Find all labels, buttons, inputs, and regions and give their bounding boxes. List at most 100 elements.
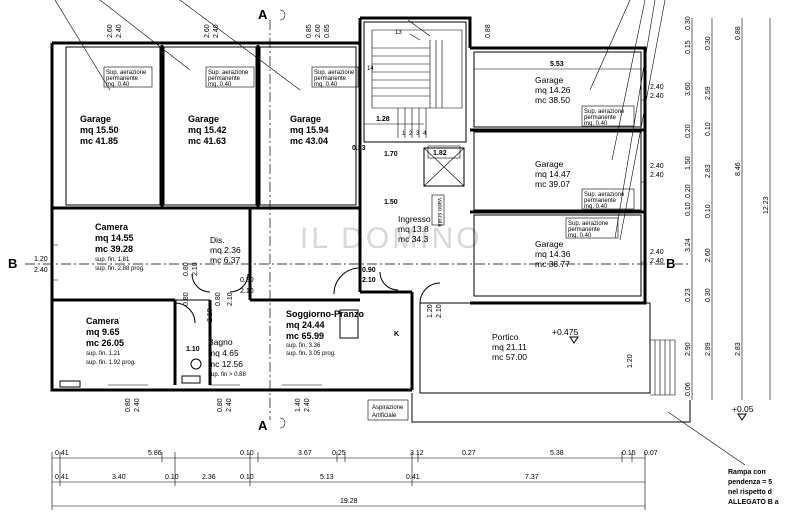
vent-note-3-line2: permanente bbox=[314, 76, 347, 82]
vent-note-6-line2: permanente bbox=[568, 227, 601, 233]
section-mark-a-bottom: A bbox=[258, 418, 268, 433]
dim-bottom-3b: 2.40 bbox=[304, 398, 311, 412]
dim-top-2a: 2.60 bbox=[204, 24, 211, 38]
portico-level: +0.475 bbox=[552, 327, 579, 337]
garage-6-area: mq 14.36 bbox=[535, 249, 571, 259]
garage-5-title: Garage bbox=[535, 159, 564, 169]
ramp-note-line1: Rampa con bbox=[728, 469, 766, 476]
stairwell-inner bbox=[371, 29, 463, 109]
section-mark-b-right: B bbox=[666, 256, 675, 271]
garage-3-volume: mc 43.04 bbox=[290, 136, 328, 146]
stair-treads bbox=[372, 40, 443, 108]
dim-top-3c: 0.85 bbox=[324, 24, 331, 38]
dim-right-1a: 2.40 bbox=[650, 84, 664, 91]
section-arrow-bottom bbox=[279, 417, 286, 429]
soggiorno-area: mq 24.44 bbox=[286, 320, 325, 330]
level-marker-portico bbox=[569, 336, 579, 344]
dim-r1-9: 2.90 bbox=[685, 342, 692, 356]
bath-sink bbox=[181, 375, 201, 384]
vent-note-3-line1: Sup. aerazione bbox=[314, 70, 355, 76]
dim-landing: 1.70 bbox=[384, 151, 398, 158]
dim-b2-4: 0.10 bbox=[240, 474, 254, 481]
stair-label: vano scala bbox=[436, 198, 442, 227]
dim-r2-3: 2.83 bbox=[705, 164, 712, 178]
door-swing-ingresso bbox=[379, 271, 399, 291]
leader-lines bbox=[54, 0, 666, 241]
dim-r1-7: 3.24 bbox=[685, 238, 692, 252]
dim-r2-5: 2.60 bbox=[705, 248, 712, 262]
wall-right-partitions bbox=[470, 128, 645, 214]
camera-1-area: mq 14.55 bbox=[95, 233, 134, 243]
dim-bottom-1b: 2.40 bbox=[134, 398, 141, 412]
ramp-note-line2: pendenza = 5 bbox=[728, 479, 772, 486]
stair-step-13: 13 bbox=[395, 30, 402, 36]
dim-b2-6: 0.41 bbox=[406, 474, 420, 481]
ingresso-volume: mc 34.3 bbox=[398, 234, 429, 244]
dim-bottom-3a: 1.40 bbox=[295, 398, 302, 412]
vent-note-5-line2: permanente bbox=[584, 198, 617, 204]
garage-2-outline bbox=[163, 46, 257, 206]
dim-r1-6: 0.10 bbox=[685, 202, 692, 216]
vent-note-box-4 bbox=[581, 105, 635, 127]
dim-door-1b: 2.10 bbox=[192, 262, 199, 276]
vent-note-box-2 bbox=[205, 66, 255, 88]
dim-bottom-total: 19.28 bbox=[340, 498, 358, 505]
dim-right-2b: 2.40 bbox=[650, 172, 664, 179]
level-marker-ramp bbox=[737, 413, 747, 421]
door-swing-portico bbox=[419, 282, 441, 304]
portico-volume: mc 57.00 bbox=[492, 352, 527, 362]
dim-r2-4: 0.10 bbox=[705, 204, 712, 218]
vent-note-4-line3: mq. 0.40 bbox=[584, 121, 608, 127]
dim-r1-0: 0.30 bbox=[685, 16, 692, 30]
dim-top-3b: 2.60 bbox=[315, 24, 322, 38]
dim-r2-0: 0.30 bbox=[705, 36, 712, 50]
garage-1-outline bbox=[65, 46, 161, 206]
dim-b1-1: 5.86 bbox=[148, 450, 162, 457]
garage-2-volume: mc 41.63 bbox=[188, 136, 226, 146]
dim-box-lift bbox=[427, 145, 461, 159]
dim-b2-0: 0.41 bbox=[55, 474, 69, 481]
vent-note-1-line1: Sup. aerazione bbox=[106, 70, 147, 76]
section-mark-a-top: A bbox=[258, 7, 268, 22]
dim-right-2a: 2.40 bbox=[650, 163, 664, 170]
vent-note-2-line1: Sup. aerazione bbox=[208, 70, 249, 76]
vent-note-3-line3: mq. 0.40 bbox=[314, 82, 338, 88]
ramp-leader bbox=[667, 411, 746, 466]
dis-area: mq 2.36 bbox=[210, 245, 241, 255]
dim-right-1b: 2.40 bbox=[650, 93, 664, 100]
garage-5-area: mq 14.47 bbox=[535, 169, 571, 179]
vent-note-2-line2: permanente bbox=[208, 76, 241, 82]
soggiorno-volume: mc 65.99 bbox=[286, 331, 324, 341]
vent-box bbox=[367, 399, 409, 421]
dim-r3-0: 0.88 bbox=[735, 26, 742, 40]
dim-door-5b: 2.10 bbox=[436, 304, 443, 318]
dim-ingresso: 1.50 bbox=[384, 199, 398, 206]
wall-interior bbox=[52, 208, 360, 385]
lift-cross bbox=[423, 147, 465, 187]
dim-bottom-1a: 0.80 bbox=[125, 398, 132, 412]
garage-1-area: mq 15.50 bbox=[80, 125, 119, 135]
dim-door-2b: 2.10 bbox=[240, 288, 254, 295]
door-swing-bagno bbox=[174, 302, 196, 324]
dis-title: Dis. bbox=[210, 235, 225, 245]
vent-note-4-line2: permanente bbox=[584, 115, 617, 121]
ramp-outline bbox=[411, 393, 691, 423]
stair-step-1: 1 bbox=[402, 131, 406, 137]
dim-b2-3: 2.36 bbox=[202, 474, 216, 481]
dim-left-a: 1.20 bbox=[34, 256, 48, 263]
dim-bottom-2b: 2.40 bbox=[226, 398, 233, 412]
dim-b1-5: 3.12 bbox=[410, 450, 424, 457]
garage-4-area: mq 14.26 bbox=[535, 85, 571, 95]
dim-b2-7: 7.37 bbox=[525, 474, 539, 481]
window-marks bbox=[52, 99, 645, 391]
vent-note-5-line3: mq. 0.40 bbox=[584, 204, 608, 210]
section-arrow-top bbox=[279, 9, 286, 21]
camera-2-fin1: sup. fin. 1.21 bbox=[86, 351, 121, 357]
dim-r3-2: 2.83 bbox=[735, 342, 742, 356]
camera-1-title: Camera bbox=[95, 222, 129, 232]
dim-door-4a: 0.80 bbox=[215, 292, 222, 306]
dim-r1-2: 3.60 bbox=[685, 82, 692, 96]
garage-2-area: mq 15.42 bbox=[188, 125, 227, 135]
ramp-note-line4: ALLEGATO B a bbox=[728, 499, 779, 506]
lift-shaft bbox=[423, 147, 465, 187]
